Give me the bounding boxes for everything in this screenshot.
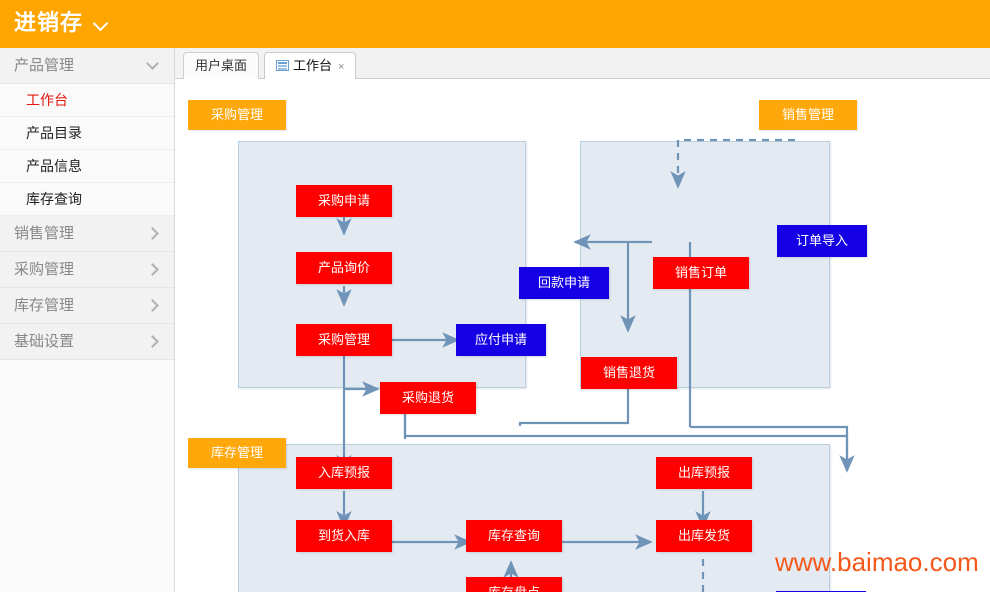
sidebar-item-label: 工作台 <box>26 92 68 108</box>
node-purchase-manage[interactable]: 采购管理 <box>296 324 392 356</box>
sidebar-item-label: 产品目录 <box>26 125 82 141</box>
close-icon[interactable]: × <box>338 61 345 73</box>
document-icon <box>276 60 289 71</box>
chevron-right-icon <box>148 229 158 239</box>
tab-label: 用户桌面 <box>195 58 248 73</box>
chevron-down-icon <box>148 61 158 71</box>
node-outbound-forecast[interactable]: 出库预报 <box>656 457 752 489</box>
connector-layer <box>336 138 855 592</box>
section-label-purchase: 采购管理 <box>188 100 286 130</box>
node-payable-request[interactable]: 应付申请 <box>456 324 546 356</box>
sidebar-item-product-info[interactable]: 产品信息 <box>0 150 174 183</box>
chevron-down-icon[interactable] <box>95 18 108 31</box>
node-goods-arrival[interactable]: 到货入库 <box>296 520 392 552</box>
sidebar-item-label: 产品信息 <box>26 158 82 174</box>
node-sales-order[interactable]: 销售订单 <box>653 257 749 289</box>
app-header: 进销存 <box>0 0 990 48</box>
node-purchase-return[interactable]: 采购退货 <box>380 382 476 414</box>
node-stock-query[interactable]: 库存查询 <box>466 520 562 552</box>
sidebar-item-stock-query[interactable]: 库存查询 <box>0 183 174 216</box>
node-receipt-request[interactable]: 回款申请 <box>519 267 609 299</box>
chevron-right-icon <box>148 265 158 275</box>
node-inbound-forecast[interactable]: 入库预报 <box>296 457 392 489</box>
tab-label: 工作台 <box>293 58 333 73</box>
sidebar-item-label: 库存查询 <box>26 191 82 207</box>
workflow-diagram: 采购管理 销售管理 库存管理 采购申请 产品询价 采购管理 采购退货 应付申请 … <box>175 79 990 592</box>
node-product-quote[interactable]: 产品询价 <box>296 252 392 284</box>
section-label-inventory: 库存管理 <box>188 438 286 468</box>
sidebar-item-workbench[interactable]: 工作台 <box>0 84 174 117</box>
sidebar-group-label: 库存管理 <box>14 297 75 314</box>
section-label-sales: 销售管理 <box>759 100 857 130</box>
tab-workbench[interactable]: 工作台 × <box>264 52 357 80</box>
watermark-text: www.baimao.com <box>775 547 979 577</box>
brand-title: 进销存 <box>14 10 84 35</box>
sidebar-group-purchase[interactable]: 采购管理 <box>0 252 174 288</box>
tab-strip: 用户桌面 工作台 × <box>175 48 990 80</box>
sidebar-group-label: 采购管理 <box>14 261 75 278</box>
chevron-right-icon <box>148 301 158 311</box>
sidebar-group-label: 销售管理 <box>14 225 75 242</box>
node-sales-return[interactable]: 销售退货 <box>581 357 677 389</box>
sidebar-group-label: 产品管理 <box>14 57 75 74</box>
sidebar-group-basic-settings[interactable]: 基础设置 <box>0 324 174 360</box>
sidebar: 产品管理 工作台 产品目录 产品信息 库存查询 销售管理 采购管理 库存管理 基… <box>0 48 175 592</box>
sidebar-group-inventory[interactable]: 库存管理 <box>0 288 174 324</box>
tab-user-desktop[interactable]: 用户桌面 <box>183 52 260 79</box>
chevron-right-icon <box>148 337 158 347</box>
sidebar-group-label: 基础设置 <box>14 333 75 350</box>
node-outbound-ship[interactable]: 出库发货 <box>656 520 752 552</box>
node-order-import[interactable]: 订单导入 <box>777 225 867 257</box>
node-purchase-request[interactable]: 采购申请 <box>296 185 392 217</box>
sidebar-group-sales[interactable]: 销售管理 <box>0 216 174 252</box>
sidebar-item-product-catalog[interactable]: 产品目录 <box>0 117 174 150</box>
content-pane: 用户桌面 工作台 × <box>175 48 990 592</box>
node-stock-count[interactable]: 库存盘点 <box>466 577 562 592</box>
sidebar-group-product[interactable]: 产品管理 <box>0 48 174 84</box>
